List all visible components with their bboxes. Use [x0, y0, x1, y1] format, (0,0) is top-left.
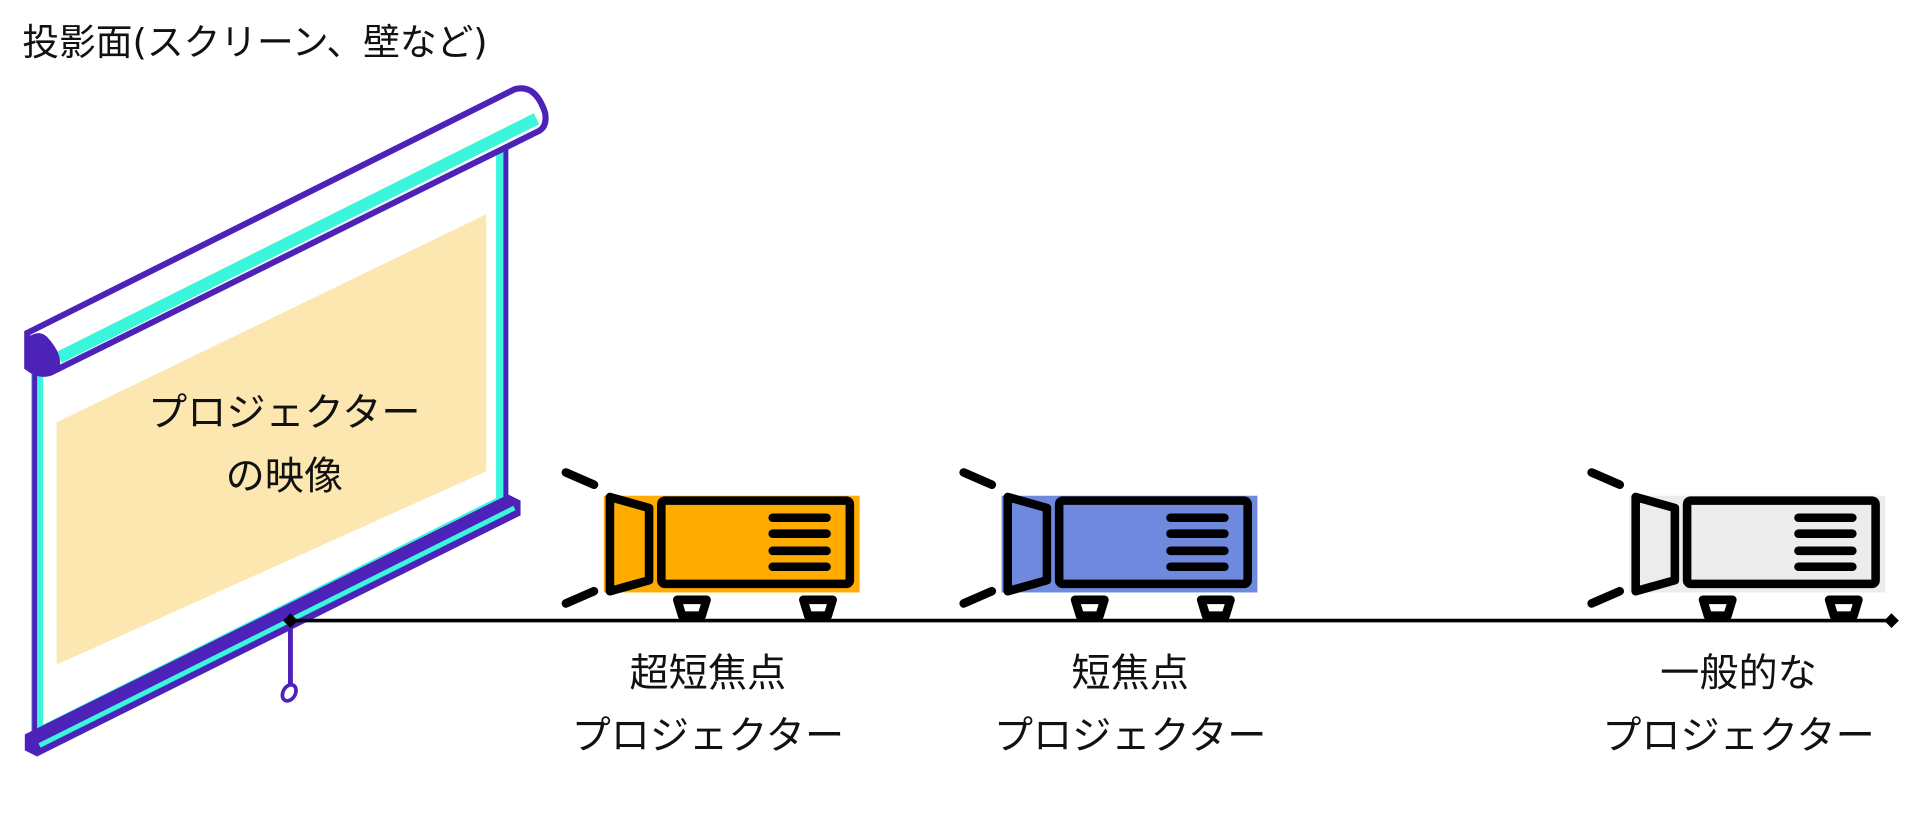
projector-short-throw: [959, 468, 1258, 620]
light-ray-icon: [959, 586, 997, 608]
projector-body: [657, 496, 855, 589]
projector-standard: [1587, 468, 1886, 620]
projector-body: [1682, 496, 1880, 589]
projector-foot: [799, 595, 837, 620]
image-label-line2: の映像: [226, 455, 343, 500]
projector-label: プロジェクター: [994, 714, 1267, 759]
axis-start-marker: [283, 613, 298, 628]
light-ray-icon: [1587, 586, 1625, 608]
axis-end-marker: [1884, 613, 1899, 628]
projector-ultra-short-throw: [561, 468, 860, 620]
light-ray-icon: [561, 468, 599, 490]
projector-type-label: 一般的な: [1660, 652, 1817, 697]
projected-image-area: [56, 214, 487, 665]
projector-type-label: 超短焦点: [630, 652, 787, 697]
projector-type-label: 短焦点: [1071, 652, 1188, 697]
projector-body: [1054, 496, 1252, 589]
projector-foot: [1196, 595, 1235, 620]
lens-icon: [1003, 492, 1052, 596]
roller-end-cap: [24, 333, 61, 373]
diagram-title: 投影面(スクリーン、壁など): [22, 21, 487, 64]
projector-label: プロジェクター: [572, 714, 845, 759]
light-ray-icon: [959, 468, 997, 490]
projector-label: プロジェクター: [1602, 714, 1875, 759]
light-ray-icon: [561, 586, 599, 608]
projector-foot: [1824, 595, 1863, 620]
pull-cord-ring: [280, 682, 298, 703]
light-ray-icon: [1587, 468, 1625, 490]
bottom-bar-stripe: [38, 505, 516, 748]
lens-icon: [1631, 492, 1680, 596]
lens-icon: [605, 492, 654, 596]
roller-stripe: [56, 113, 540, 363]
projector-foot: [672, 595, 711, 620]
projector-foot: [1070, 595, 1109, 620]
projector-foot: [1698, 595, 1737, 620]
projection-screen: プロジェクター の映像: [24, 85, 549, 757]
image-label-line1: プロジェクター: [148, 391, 421, 436]
